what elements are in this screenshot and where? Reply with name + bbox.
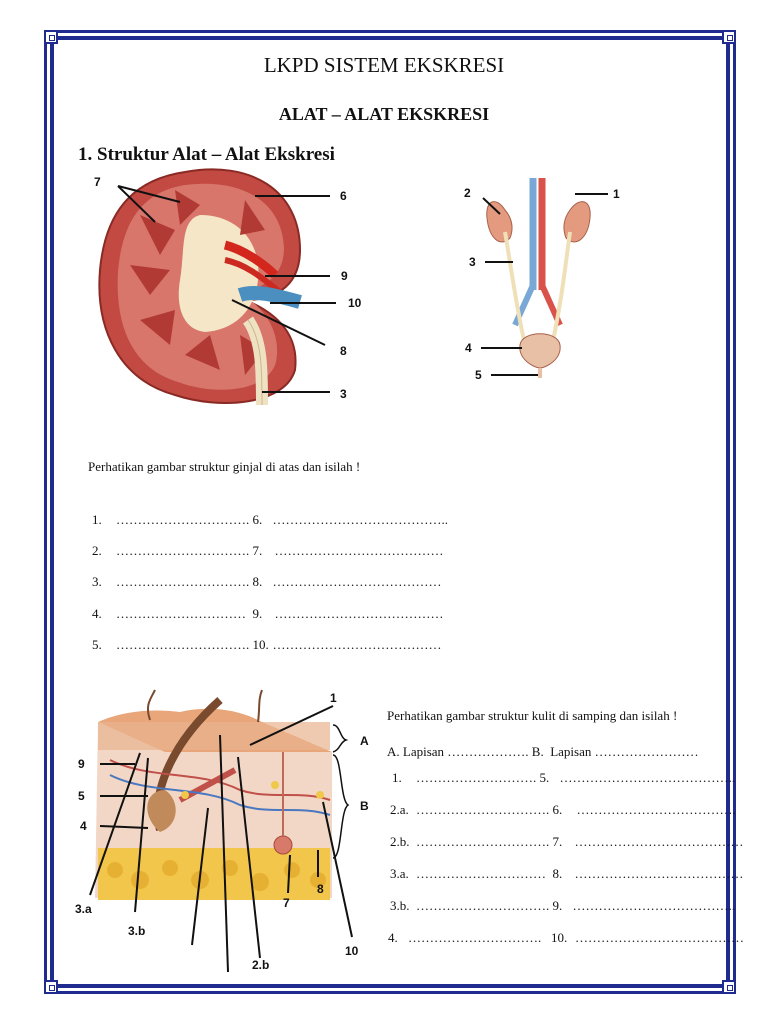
answer-blank[interactable]: …………………………. xyxy=(416,898,549,913)
answer-row: 2.b.…………………………. 7.………………………………… xyxy=(390,834,744,850)
answer-blank[interactable]: …………………………. xyxy=(116,543,249,558)
urinary-label-1: 1 xyxy=(613,187,620,201)
answer-blank[interactable]: …………………………. xyxy=(116,512,249,527)
skin-label-10: 10 xyxy=(345,944,359,958)
answer-blank[interactable]: ………………………………… xyxy=(275,543,444,558)
answer-row: 4.…………………………. 10.………………………………… xyxy=(388,930,744,946)
answer-blank[interactable]: ………………………………… xyxy=(273,637,442,652)
answer-blank[interactable]: …………………………. xyxy=(416,802,549,817)
skin-label-5: 5 xyxy=(78,789,85,803)
answer-row: 4.………………………… 9.………………………………… xyxy=(92,606,444,622)
answer-row: 3.a.………………………… 8.………………………………… xyxy=(390,866,744,882)
answer-row: 1.………………………. 5.………………………………….. xyxy=(392,770,735,786)
answer-blank[interactable]: …………………………. xyxy=(116,574,249,589)
skin-label-A: A xyxy=(360,734,369,748)
skin-prompt: Perhatikan gambar struktur kulit di samp… xyxy=(387,707,697,724)
skin-label-1: 1 xyxy=(330,691,337,705)
answer-blank[interactable]: ………………………… xyxy=(416,866,546,881)
kidney-label-6: 6 xyxy=(340,189,347,203)
skin-label-7: 7 xyxy=(283,896,290,910)
skin-label-3b: 3.b xyxy=(128,924,145,938)
answer-blank[interactable]: …………………………. xyxy=(416,834,549,849)
answer-row: 1.…………………………. 6.………………………………….. xyxy=(92,512,448,528)
urinary-label-3: 3 xyxy=(469,255,476,269)
answer-blank[interactable]: …………………………. xyxy=(116,637,249,652)
answer-blank[interactable]: ………………………. xyxy=(416,770,536,785)
urinary-label-2: 2 xyxy=(464,186,471,200)
answer-row: 3.b.…………………………. 9.……………………………….. xyxy=(390,898,735,914)
answer-blank[interactable]: ………………………………… xyxy=(575,834,744,849)
kidney-label-9: 9 xyxy=(341,269,348,283)
kidney-label-10: 10 xyxy=(348,296,362,310)
skin-layers-row[interactable]: A. Lapisan ………………. B. Lapisan …………………… xyxy=(387,744,699,760)
answer-row: 3.…………………………. 8.………………………………… xyxy=(92,574,442,590)
answer-row: 2.…………………………. 7.………………………………… xyxy=(92,543,444,559)
answer-blank[interactable]: ………………………… xyxy=(116,606,246,621)
skin-label-8: 8 xyxy=(317,882,324,896)
answer-blank[interactable]: ……………………………….. xyxy=(573,898,736,913)
skin-label-B: B xyxy=(360,799,369,813)
urinary-label-4: 4 xyxy=(465,341,472,355)
skin-label-4: 4 xyxy=(80,819,87,833)
answer-blank[interactable]: ………………………………… xyxy=(575,930,744,945)
kidney-label-8: 8 xyxy=(340,344,347,358)
kidney-label-3: 3 xyxy=(340,387,347,401)
answer-blank[interactable]: …………………………. xyxy=(408,930,541,945)
answer-blank[interactable]: ………………………………….. xyxy=(560,770,736,785)
urinary-label-5: 5 xyxy=(475,368,482,382)
answer-blank[interactable]: ………………………………… xyxy=(275,606,444,621)
skin-label-2b: 2.b xyxy=(252,958,269,972)
answer-blank[interactable]: ………………………………… xyxy=(575,866,744,881)
kidney-illustration xyxy=(99,169,300,405)
answer-blank[interactable]: ………………………………. xyxy=(577,802,736,817)
kidney-label-7: 7 xyxy=(94,175,101,189)
answer-row: 2.a.…………………………. 6.………………………………. xyxy=(390,802,736,818)
answer-blank[interactable]: ………………………………….. xyxy=(273,512,449,527)
answer-blank[interactable]: ………………………………… xyxy=(273,574,442,589)
skin-label-3a: 3.a xyxy=(75,902,92,916)
answer-row: 5.…………………………. 10.………………………………… xyxy=(92,637,442,653)
kidney-prompt: Perhatikan gambar struktur ginjal di ata… xyxy=(88,457,388,477)
skin-label-9: 9 xyxy=(78,757,85,771)
